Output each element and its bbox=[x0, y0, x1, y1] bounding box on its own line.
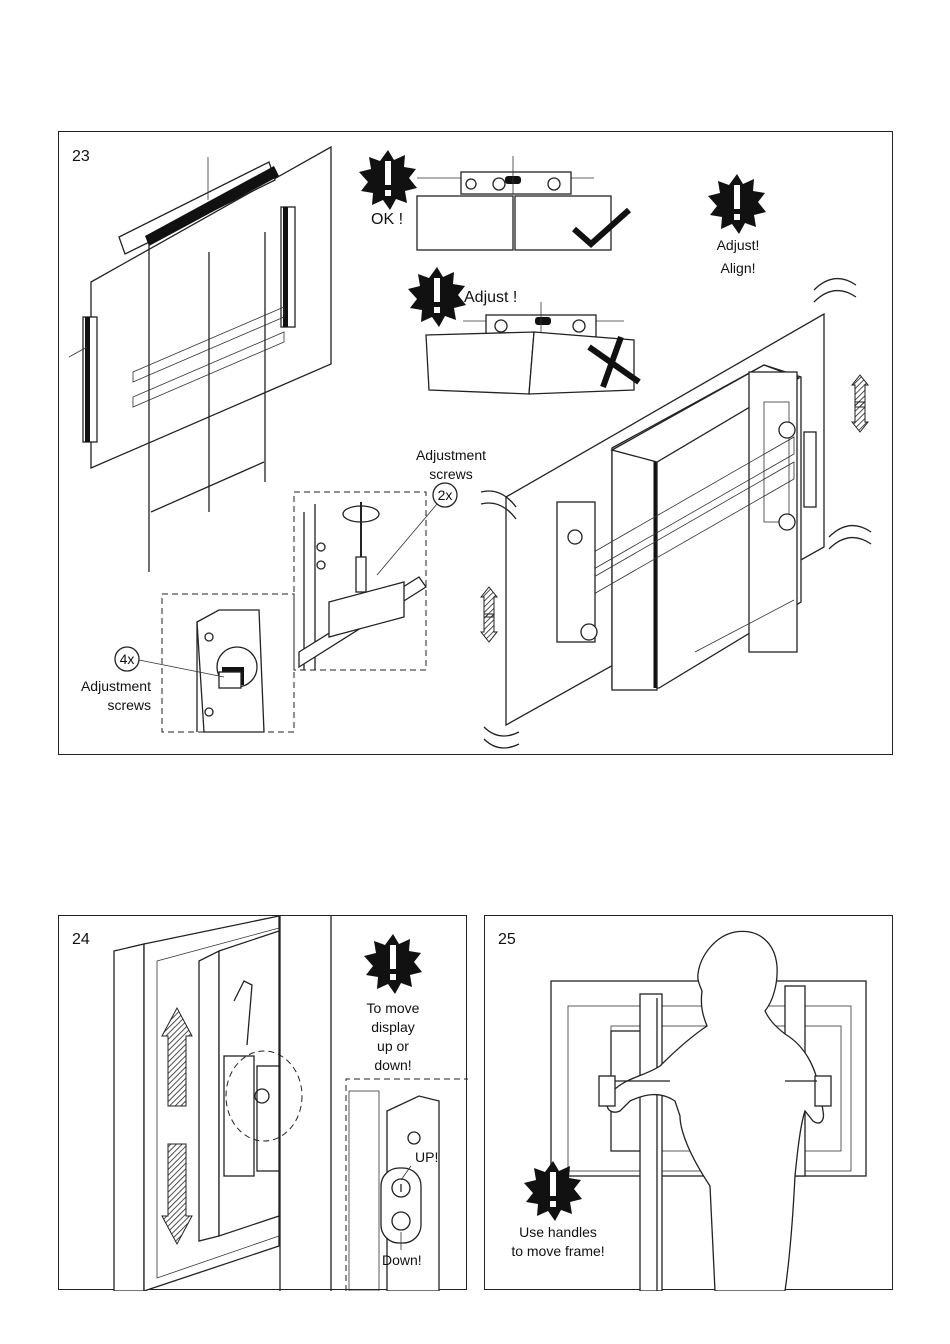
down-label: Down! bbox=[382, 1252, 422, 1268]
display-left bbox=[69, 147, 331, 572]
up-label: UP! bbox=[415, 1149, 438, 1165]
adjust-label: Adjust ! bbox=[464, 289, 517, 306]
display-side-view bbox=[114, 916, 331, 1291]
svg-text:Adjustment: Adjustment bbox=[81, 678, 151, 694]
step-number: 25 bbox=[498, 931, 516, 948]
svg-text:display: display bbox=[371, 1019, 415, 1035]
svg-text:4x: 4x bbox=[120, 651, 135, 667]
svg-text:To move: To move bbox=[367, 1000, 420, 1016]
step-number: 23 bbox=[72, 148, 90, 165]
alignment-wrong-detail: Adjust ! bbox=[408, 267, 639, 394]
ok-label: OK ! bbox=[371, 211, 403, 228]
step-23-illustration: 23 OK ! Adjust! Align! bbox=[59, 132, 894, 756]
warning-burst-icon bbox=[359, 150, 417, 210]
svg-text:up or: up or bbox=[377, 1038, 409, 1054]
step-number: 24 bbox=[72, 931, 90, 948]
svg-text:Adjustment: Adjustment bbox=[416, 447, 486, 463]
step-23-panel: 23 OK ! Adjust! Align! bbox=[58, 131, 893, 755]
control-button-detail: UP! Down! bbox=[346, 1079, 468, 1291]
warning-burst-icon bbox=[708, 174, 766, 234]
svg-text:Use handles: Use handles bbox=[519, 1224, 597, 1240]
adjust-align-note: Adjust! Align! bbox=[708, 174, 766, 276]
svg-text:screws: screws bbox=[107, 697, 151, 713]
alignment-ok-detail: OK ! bbox=[359, 150, 629, 250]
move-display-note: To move display up or down! bbox=[364, 934, 422, 1073]
svg-text:Adjust!: Adjust! bbox=[717, 237, 760, 253]
svg-text:down!: down! bbox=[374, 1057, 411, 1073]
step-24-panel: 24 To move display up or down! bbox=[58, 915, 467, 1290]
svg-text:screws: screws bbox=[429, 466, 473, 482]
step-25-illustration: 25 Use handles to move frame! bbox=[485, 916, 894, 1291]
svg-text:2x: 2x bbox=[438, 487, 453, 503]
step-25-panel: 25 Use handles to move frame! bbox=[484, 915, 893, 1290]
warning-burst-icon bbox=[364, 934, 422, 994]
top-adjustment-screws-callout: Adjustment screws 2x bbox=[294, 447, 486, 670]
svg-text:to move frame!: to move frame! bbox=[511, 1243, 604, 1259]
side-adjustment-screws-callout: 4x Adjustment screws bbox=[81, 594, 294, 732]
svg-text:Align!: Align! bbox=[720, 260, 755, 276]
warning-burst-icon bbox=[408, 267, 466, 327]
step-24-illustration: 24 To move display up or down! bbox=[59, 916, 468, 1291]
